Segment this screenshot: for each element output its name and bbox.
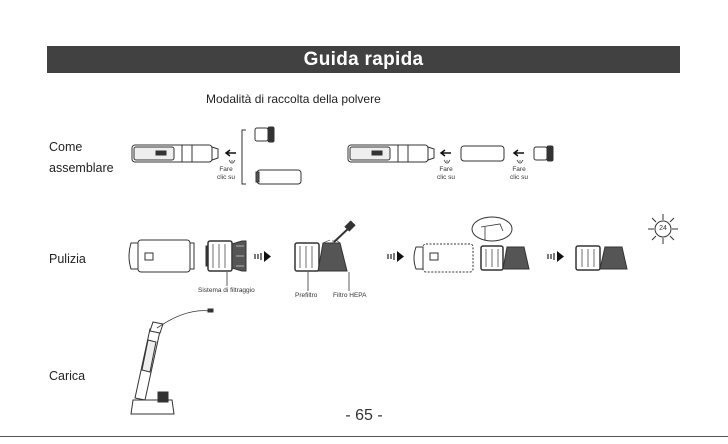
filter-system-illustration-3: [576, 246, 627, 270]
prefilter-caption: Prefiltro: [295, 292, 325, 300]
filter-system-caption: Sistema di filtraggio: [198, 287, 268, 295]
charging-vacuum-illustration: [131, 309, 213, 414]
right-arrow-icon: [388, 251, 404, 262]
page-number: - 65 -: [0, 407, 728, 425]
right-arrow-icon: [255, 251, 271, 262]
click-hint-3-line2: clic su: [507, 174, 531, 182]
open-container-illustration: [414, 244, 473, 272]
click-hint-2-line2: clic su: [434, 174, 458, 182]
click-hint-3: Fare clic su: [507, 166, 531, 182]
nozzle-head-illustration-2: [534, 146, 553, 161]
vacuum-body-illustration-2: [348, 145, 434, 162]
dry-indicator-illustration: [472, 217, 512, 241]
filter-system-illustration: [206, 241, 246, 271]
nozzle-head-illustration: [255, 127, 274, 142]
hepa-caption: Filtro HEPA: [333, 292, 377, 300]
vacuum-body-illustration: [132, 145, 218, 162]
dust-container-illustration-2: [461, 146, 504, 161]
click-hint-3-line1: Fare: [507, 166, 531, 174]
arrow-icon: [226, 150, 236, 164]
container-with-filter-illustration: [129, 240, 194, 272]
right-arrow-icon: [548, 251, 564, 262]
arrow-icon: [441, 150, 451, 164]
hours-badge: 24: [655, 225, 671, 233]
click-hint-1: Fare clic su: [214, 166, 238, 182]
click-hint-1-line2: clic su: [214, 174, 238, 182]
click-hint-2: Fare clic su: [434, 166, 458, 182]
bracket-illustration: [242, 130, 246, 184]
filter-system-illustration-2: [481, 246, 529, 270]
hepa-filter-illustration: [318, 240, 347, 271]
brush-icon: [334, 221, 355, 242]
click-hint-1-line1: Fare: [214, 166, 238, 174]
dust-container-illustration: [256, 170, 301, 184]
prefilter-illustration: [295, 243, 319, 271]
footer-divider: [0, 436, 728, 437]
click-hint-2-line1: Fare: [434, 166, 458, 174]
arrow-icon: [514, 150, 524, 164]
